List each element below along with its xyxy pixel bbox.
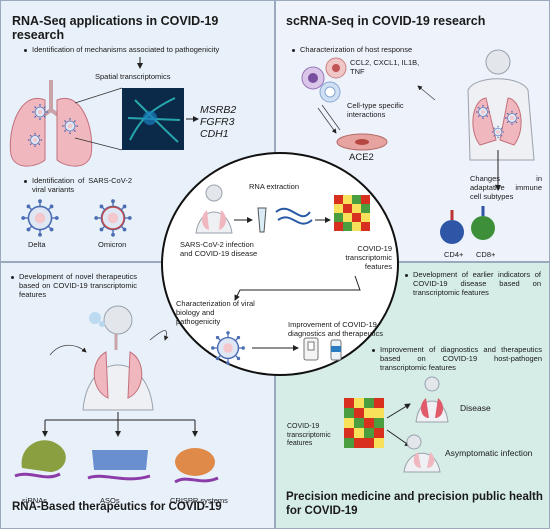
text-cytokines: CCL2, CXCL1, IL1B, TNF [350,58,420,76]
omicron-virus-icon [93,198,133,238]
bullet-dot [292,49,295,52]
text-center-features: COVID-19 transcriptomic features [345,244,392,271]
label-omicron: Omicron [98,240,127,249]
label-disease: Disease [460,403,491,413]
gene-label: FGFR3 [200,116,235,128]
text-transcriptomic-features: COVID-19 transcriptomic features [287,423,331,447]
bullet-dot [372,349,375,352]
central-workflow-circle [161,152,399,376]
patient-illustration [467,49,535,161]
disease-patient-icon [415,376,449,423]
center-heatmap [334,195,370,231]
text-immune-changes: Changes in adaptative immune cell subtyp… [470,174,542,201]
text-rna-extraction: RNA extraction [249,182,300,191]
label-crispr: CRISPR systems [170,496,228,505]
panel-title-scrna-seq: scRNA-Seq in COVID-19 research [286,14,486,28]
bullet-dot [405,274,408,277]
label-cd4: CD4+ [444,250,464,259]
label-ace2: ACE2 [349,152,374,163]
text-interactions: Cell-type specific interactions [347,101,404,119]
gene-label: CDH1 [200,128,229,140]
label-delta: Delta [28,240,46,249]
text-earlier-indicators: Development of earlier indicators of COV… [413,270,541,297]
panel-title-rna-seq: RNA-Seq applications in COVID-19 researc… [12,14,219,42]
panel-title-precision-medicine: Precision medicine and precision public … [286,491,543,517]
features-heatmap [344,398,384,448]
text-novel-therapeutics: Development of novel therapeutics based … [19,272,137,299]
cd8-cell-icon [471,216,495,240]
lungs-illustration [9,80,93,167]
label-sirnas: siRNAs [22,496,48,505]
cas13-icon [175,448,215,476]
asymptomatic-patient-icon [403,434,441,473]
text-improvement-diagnostics: Improvement of diagnostics and therapeut… [380,345,542,372]
text-mechanisms: Identification of mechanisms associated … [32,45,220,54]
text-host-response: Characterization of host response [300,45,413,54]
cd4-cell-icon [440,220,464,244]
text-spatial-transcriptomics: Spatial transcriptomics [95,72,171,81]
text-viral-variants: Identification of SARS-CoV-2 viral varia… [32,176,132,194]
center-patient [195,184,233,234]
panel-title-rna-therapeutics-text: RNA-Based therapeutics for COVID-19 [12,501,222,513]
risc-complex-icon [21,440,66,472]
rnase-h-icon [92,450,148,470]
text-characterization: Characterization of viral biology and pa… [176,299,255,326]
bullet-dot [11,276,14,279]
text-infection: SARS-CoV-2 infection and COVID-19 diseas… [180,240,258,258]
label-asos: ASOs [100,496,120,505]
bullet-dot [24,49,27,52]
delta-virus-icon [20,198,60,238]
label-asymptomatic: Asymptomatic infection [445,448,533,458]
label-cd8: CD8+ [476,250,496,259]
therapy-patient [82,305,154,411]
text-improvement-center: Improvement of COVID-19 diagnostics and … [288,320,384,338]
bullet-dot [24,180,27,183]
gene-label: MSRB2 [200,104,237,116]
